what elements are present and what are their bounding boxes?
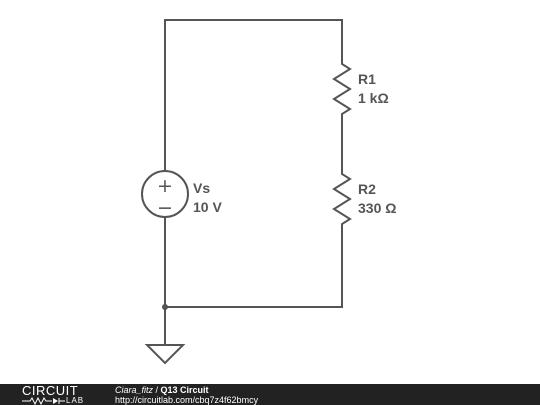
r1-value: 1 kΩ — [358, 90, 389, 106]
circuit-url[interactable]: http://circuitlab.com/cbq7z4f62bmcy — [115, 395, 259, 405]
source-value: 10 V — [193, 199, 222, 215]
circuit-title[interactable]: Q13 Circuit — [160, 385, 209, 395]
junction-dot — [162, 304, 168, 310]
source-minus-sign: − — [157, 197, 173, 219]
r2-name: R2 — [358, 181, 376, 197]
wire-top — [164, 19, 343, 171]
source-name: Vs — [193, 180, 210, 196]
logo-text-top: CIRCUIT — [22, 383, 79, 398]
logo-bottom-row: LAB — [22, 396, 94, 405]
resistor-r2 — [332, 169, 352, 227]
source-plus-sign: + — [157, 175, 173, 197]
ground-icon — [144, 344, 186, 365]
logo-text-bottom: LAB — [66, 396, 85, 405]
credit-separator: / — [153, 385, 161, 395]
credit-line: Ciara_fitz / Q13 Circuit — [115, 385, 209, 395]
footer-bar: CIRCUIT LAB Ciara_fitz / Q13 Circuit htt… — [0, 384, 540, 405]
logo-resistor-icon — [22, 396, 65, 405]
circuitlab-logo[interactable]: CIRCUIT LAB — [22, 384, 94, 405]
author-name[interactable]: Ciara_fitz — [115, 385, 154, 395]
wire-bottom — [164, 225, 343, 308]
resistor-r1 — [332, 59, 352, 117]
circuit-schematic: + − Vs 10 V R1 1 kΩ R2 330 Ω — [141, 19, 396, 365]
voltage-source — [141, 170, 189, 218]
r1-name: R1 — [358, 71, 376, 87]
r2-value: 330 Ω — [358, 200, 396, 216]
